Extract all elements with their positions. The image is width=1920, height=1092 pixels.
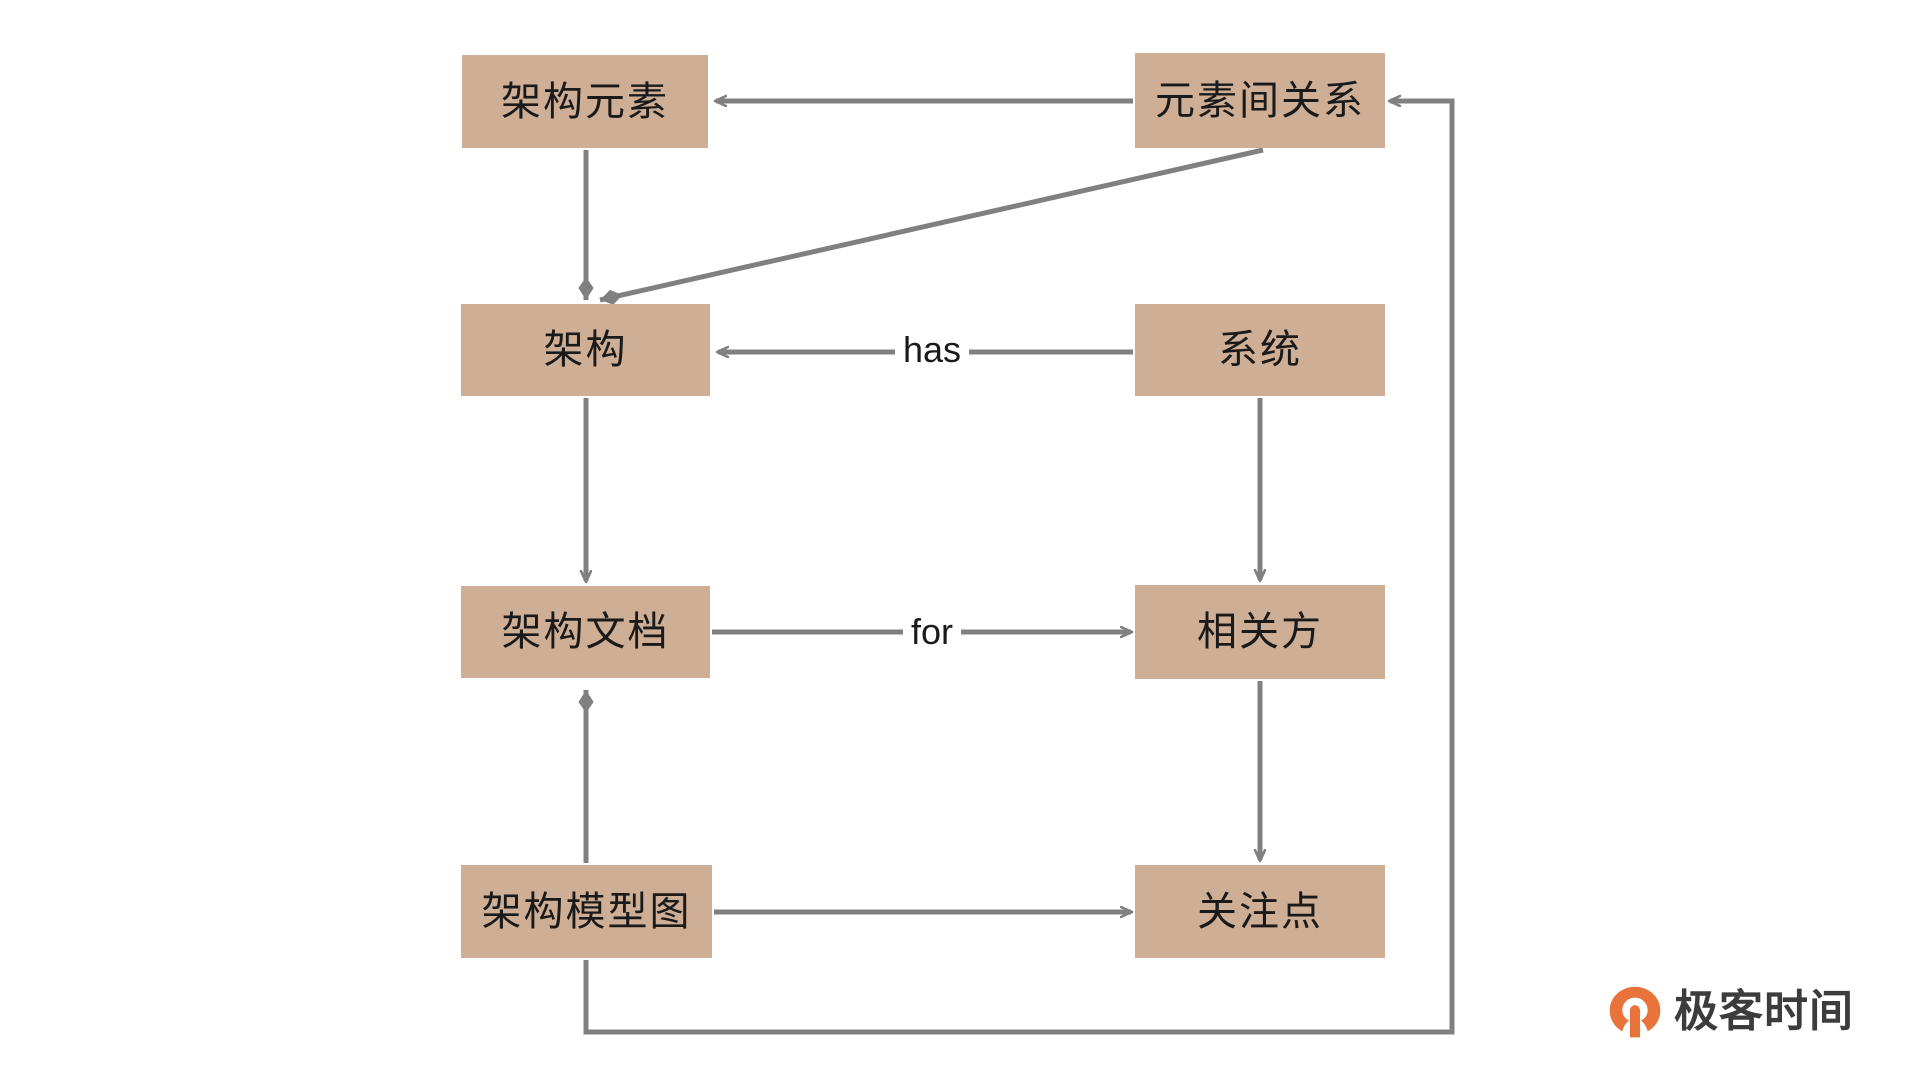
node-label: 系统 <box>1218 328 1302 372</box>
geekbang-logo-icon <box>1609 986 1661 1038</box>
node-label: 元素间关系 <box>1155 78 1365 123</box>
brand-logo: 极客时间 <box>1608 985 1854 1039</box>
node-label: 架构模型图 <box>481 889 692 934</box>
node-label: 相关方 <box>1197 610 1323 654</box>
edge-relation-to-architecture <box>599 147 1264 305</box>
node-architecture-model[interactable]: 架构模型图 <box>461 865 712 958</box>
node-architecture-document[interactable]: 架构文档 <box>461 586 710 678</box>
brand-logo-text: 极客时间 <box>1674 987 1854 1036</box>
node-stakeholder[interactable]: 相关方 <box>1135 585 1385 679</box>
node-arch-element[interactable]: 架构元素 <box>462 55 708 148</box>
node-concern[interactable]: 关注点 <box>1135 865 1385 958</box>
node-label: 架构文档 <box>501 610 670 654</box>
node-label: 架构 <box>543 328 628 372</box>
edge-label-for: for <box>902 612 962 652</box>
node-system[interactable]: 系统 <box>1135 304 1385 396</box>
node-architecture[interactable]: 架构 <box>461 304 710 396</box>
node-label: 架构元素 <box>501 79 669 124</box>
node-label: 关注点 <box>1197 889 1323 934</box>
node-element-relation[interactable]: 元素间关系 <box>1135 53 1385 148</box>
edge-label-has: has <box>894 330 970 370</box>
